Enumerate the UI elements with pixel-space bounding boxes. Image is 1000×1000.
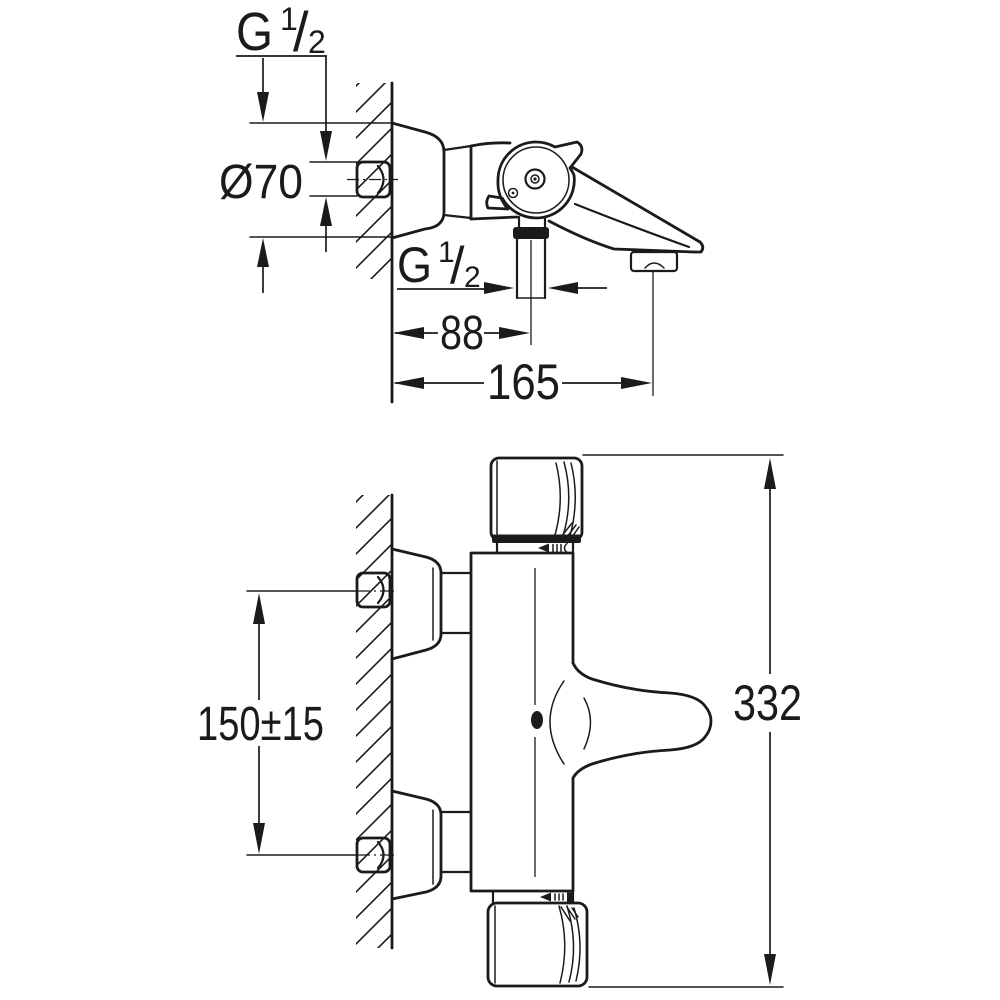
wall-hatching-plan (356, 495, 392, 948)
dim-label-top-thread-num: 1 (280, 1, 298, 37)
dim-label-wall-to-spout: 165 (487, 354, 560, 410)
dim-label-outlet-thread-slash: / (450, 237, 465, 295)
dim-label-overall-width: 332 (733, 675, 802, 731)
dim-label-top-thread-g: G (236, 2, 273, 62)
dim-wall-to-spout: 165 (393, 354, 652, 410)
dim-overall-width: 332 (582, 454, 802, 988)
knob-top-scale-marks (538, 542, 568, 554)
knob-bottom-scale-marks (540, 892, 573, 903)
escutcheon-side (390, 121, 446, 240)
handle-screw (524, 168, 546, 190)
dim-label-outlet-thread-num: 1 (438, 236, 455, 269)
handle-pin (507, 187, 519, 199)
lever-handle (531, 661, 713, 780)
handle-screw-dot (533, 177, 537, 181)
handle-cap-outline (485, 140, 584, 220)
outlet-nut (513, 227, 549, 239)
spout-underside (547, 219, 696, 254)
body-top-edge (469, 141, 512, 148)
outlet-collar (517, 215, 547, 230)
handle-pin-dot (511, 191, 515, 195)
dim-label-top-thread-den: 2 (308, 24, 326, 60)
side-view: G 1 / 2 Ø70 G 1 / 2 (219, 0, 705, 410)
dim-escutcheon-diameter: Ø70 (219, 58, 393, 293)
plan-view: 150±15 332 (197, 454, 802, 988)
dim-top-thread: G 1 / 2 (236, 0, 358, 252)
dim-label-outlet-thread-g: G (397, 237, 432, 293)
handle-cap-inner-rim (502, 146, 570, 214)
spout-end-face (692, 240, 705, 254)
dim-wall-to-outlet: 88 (393, 307, 530, 360)
knob-bottom (486, 889, 589, 988)
mixer-body (469, 551, 575, 893)
wall-hatching (356, 83, 392, 279)
dim-label-outlet-thread-den: 2 (464, 261, 481, 294)
dim-connection-spacing: 150±15 (197, 590, 357, 856)
dim-label-wall-to-outlet: 88 (440, 307, 484, 360)
s-union-bottom (355, 789, 473, 901)
spout-inner-edge (573, 202, 691, 249)
handle-screw-inner (530, 174, 540, 184)
escutcheon-neck (442, 144, 473, 220)
s-union-top (355, 547, 473, 661)
brand-logo-mark (531, 711, 543, 729)
aerator (629, 250, 679, 273)
dim-label-escutcheon-diameter: Ø70 (219, 156, 303, 209)
knob-top (489, 456, 584, 555)
outlet-pipe (515, 237, 547, 300)
spout-top-edge (570, 165, 702, 244)
aerator-inner (644, 262, 665, 269)
dim-label-top-thread-slash: / (293, 0, 309, 63)
union-fitting-chamfer (376, 164, 385, 195)
body-bottom-edge (469, 215, 519, 221)
dim-label-connection-spacing: 150±15 (197, 698, 324, 751)
dim-outlet-thread: G 1 / 2 (397, 236, 607, 295)
